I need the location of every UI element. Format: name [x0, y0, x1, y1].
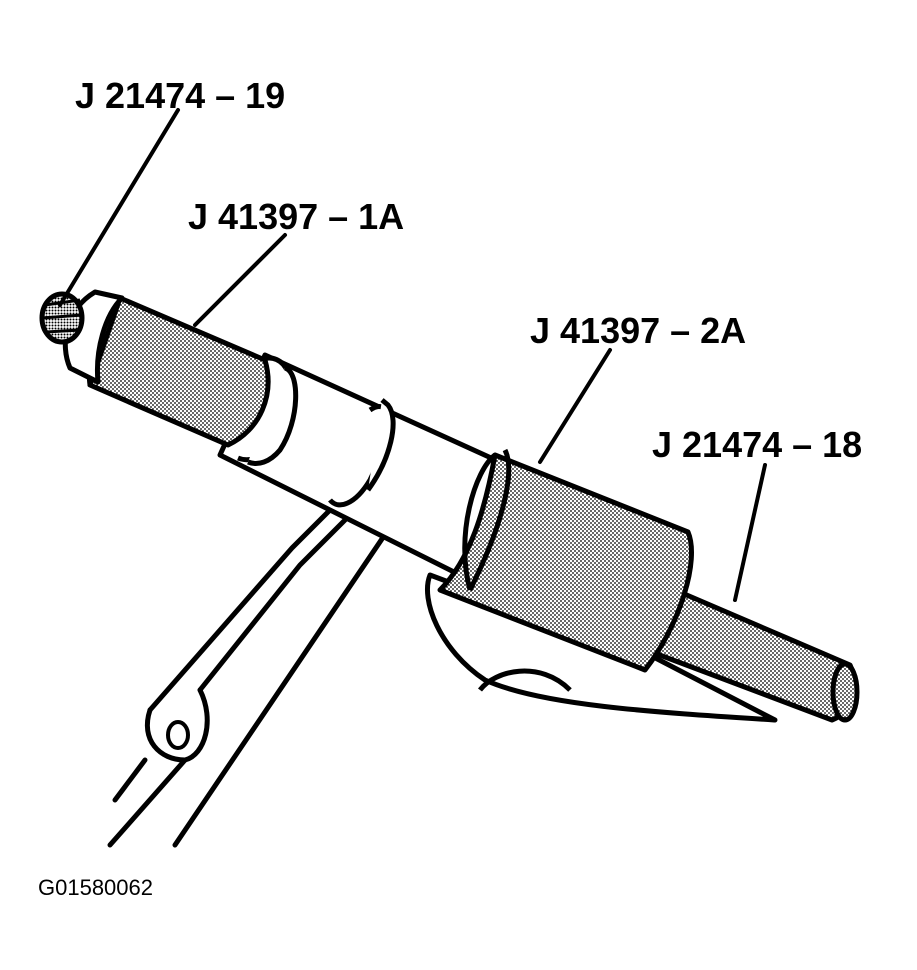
label-j41397-1a: J 41397 – 1A: [188, 196, 405, 237]
sleeve-1a: [86, 295, 271, 448]
leader-18: [733, 463, 767, 602]
leader-lines: [58, 108, 767, 602]
column-bracket: [107, 507, 391, 848]
leader-19: [58, 108, 180, 307]
label-j41397-2a: J 41397 – 2A: [530, 310, 747, 351]
leader-1a: [193, 233, 287, 327]
figure-id: G01580062: [38, 875, 153, 900]
leader-2a: [538, 348, 612, 464]
label-j21474-18: J 21474 – 18: [652, 424, 863, 465]
label-j21474-19: J 21474 – 19: [75, 75, 286, 116]
sleeve-2a: [437, 448, 694, 673]
bracket-hole: [166, 720, 190, 750]
end-nut: [39, 289, 125, 385]
